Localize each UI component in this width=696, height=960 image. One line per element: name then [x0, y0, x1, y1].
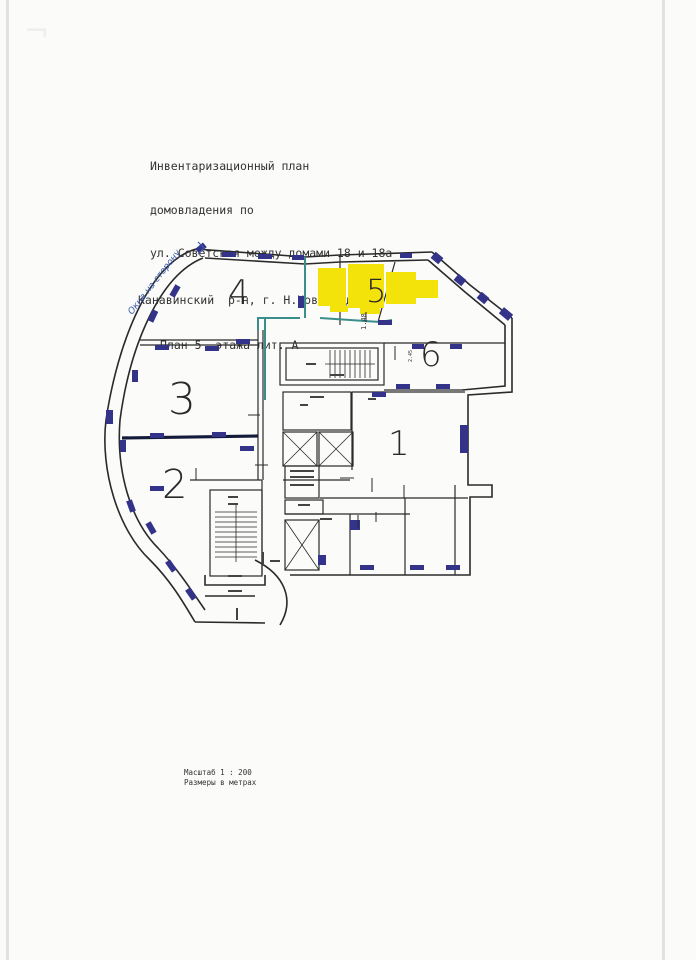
dim-1-48: 1.48	[360, 313, 368, 330]
dim-2-45: 2.45	[408, 350, 414, 362]
scale-legend: Масштаб 1 : 200 Размеры в метрах	[184, 768, 256, 788]
room-number-5: 5	[366, 272, 386, 310]
stair-treads-upper	[325, 350, 375, 378]
room-number-6: 6	[420, 335, 442, 375]
pen-arrow-icon	[197, 241, 205, 255]
scan-edge-right	[662, 0, 665, 960]
door-marks	[195, 312, 405, 528]
interior-walls	[140, 255, 505, 577]
room-number-2: 2	[162, 462, 187, 508]
room-number-4: 4	[228, 273, 250, 313]
scan-edge-left	[6, 0, 9, 960]
room-numbers: 1 2 3 4 5 6	[162, 272, 442, 508]
units-text: Размеры в метрах	[184, 778, 257, 787]
highlight-room-5	[318, 264, 438, 314]
header-line-1: Инвентаризационный план	[150, 159, 310, 173]
elevator-shafts	[282, 431, 354, 571]
small-dimension-marks	[228, 363, 376, 620]
outer-walls	[104, 248, 513, 626]
header-line-2: домовладения по	[150, 202, 254, 217]
scale-text: Масштаб 1 : 200	[184, 768, 252, 777]
room-number-1: 1	[388, 424, 410, 464]
partition-3-2	[121, 434, 259, 440]
room-number-3: 3	[168, 374, 196, 425]
stair-treads-lower	[215, 505, 257, 562]
windows	[106, 242, 514, 601]
